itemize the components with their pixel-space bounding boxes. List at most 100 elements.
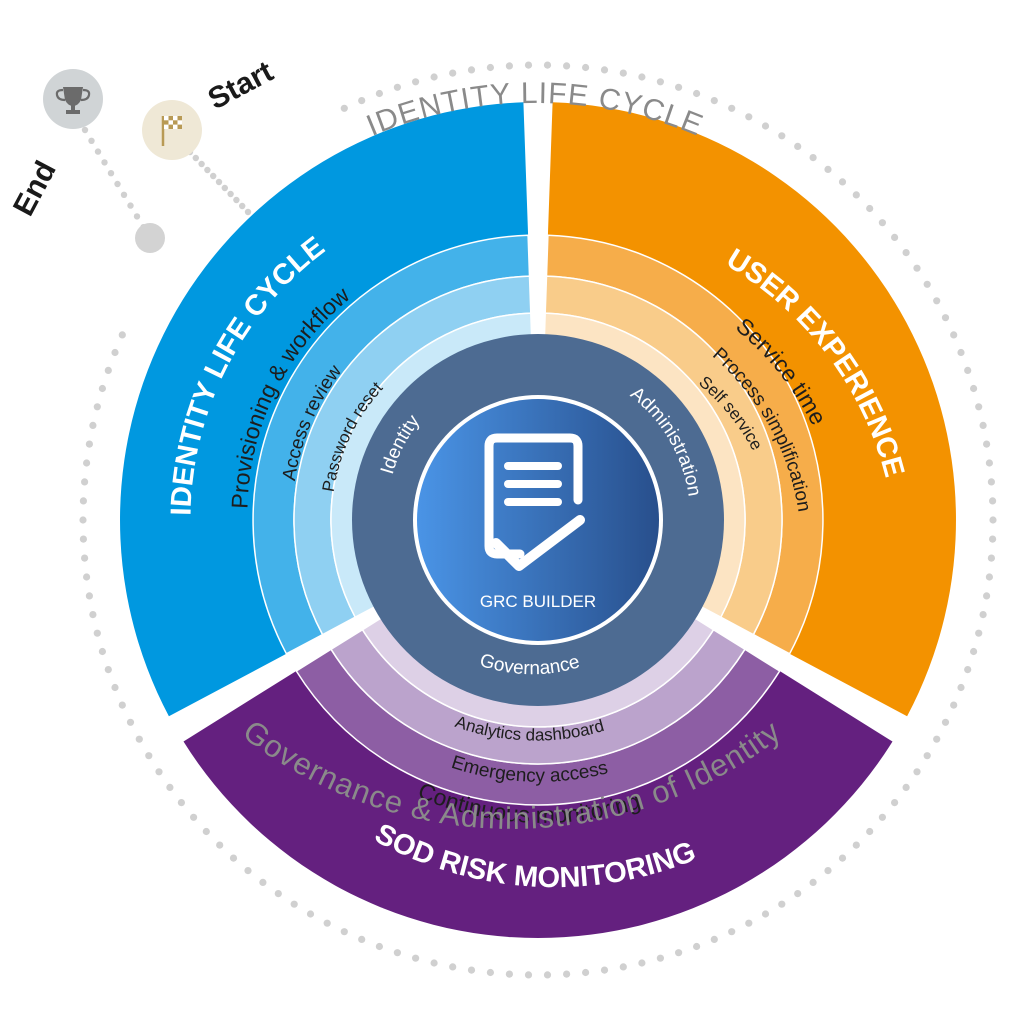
ring-dot [979,611,987,619]
ring-dot [957,348,965,357]
ring-dot [852,191,860,199]
ring-dot [81,478,89,486]
ring-dot [467,966,476,974]
ring-dot [83,573,91,581]
ring-dot [745,919,753,927]
ring-dot [244,867,252,875]
ring-dot [88,137,95,144]
ring-dot [98,647,106,656]
end-label: End [7,156,63,222]
ring-dot [582,63,590,72]
ring-dot [85,592,93,600]
ring-dot [728,104,736,112]
ring-dot [114,180,121,188]
center-title: GRC BUILDER [480,592,596,611]
ring-dot [198,160,205,168]
ring-dot [891,799,899,807]
ring-dot [866,204,874,213]
ring-dot [563,970,571,978]
ring-dot [809,878,817,887]
ring-dot [94,148,102,155]
ring-dot [505,62,513,70]
ring-dot [985,573,994,581]
ring-dot [987,554,996,562]
ring-dot [135,735,143,743]
outer-dotted-ring [79,61,997,979]
ring-dot [989,535,997,543]
document-check-icon [484,433,585,571]
ring-dot [306,910,315,918]
ring-dot [745,113,753,121]
start-label: Start [203,55,279,116]
ring-dot [358,97,366,105]
ring-dot [619,69,627,77]
ring-dot [412,954,420,962]
ring-dot [693,942,701,951]
ring-dot [619,963,627,971]
ring-dot [89,421,97,429]
ring-dot [239,202,246,210]
ring-dot [761,910,770,918]
ring-dot [950,331,958,339]
ring-dot [449,963,457,971]
ring-dot [227,190,234,198]
ring-dot [878,813,887,821]
ring-dot [950,701,958,709]
ring-dot [964,366,972,374]
ring-dot [563,62,571,70]
ring-dot [638,73,646,81]
ring-dot [229,854,238,862]
ring-dot [430,73,438,81]
ring-dot [728,928,736,936]
ring-dot [111,683,119,692]
ring-dot [902,783,910,792]
ring-dot [449,69,457,77]
ring-dot [543,61,552,69]
ring-dot [838,854,847,862]
ring-dot [933,735,941,743]
ring-dot [970,647,978,656]
ring-dot [582,968,590,977]
ring-dot [358,935,366,944]
ring-dot [794,142,802,150]
ring-dot [941,314,950,322]
ring-dot [259,878,267,887]
ring-dot [983,592,991,600]
ring-dot [190,813,198,821]
ring-dot [204,166,211,174]
ring-dot [290,900,298,908]
ring-dot [104,366,112,374]
ring-dot [81,554,89,562]
ring-dot [98,384,106,393]
ring-dot [600,966,609,974]
ring-dot [979,421,987,429]
ring-dot [824,867,832,875]
trophy-icon [43,69,103,129]
ring-dot [675,949,683,957]
ring-dot [852,841,860,849]
ring-dot [913,768,921,776]
ring-dot [809,154,817,162]
ring-dot [891,233,899,241]
ring-dot [133,213,141,220]
identity-outer-band [120,102,529,717]
ring-dot [656,78,665,86]
ring-dot [216,841,224,849]
ring-dot [215,178,223,186]
ring-dot [221,184,228,192]
ux-outer-band [547,102,956,717]
ring-dot [177,799,185,807]
ring-dot [524,971,533,979]
ring-dot [120,191,128,198]
ring-dot [244,208,252,216]
ring-dot [83,459,91,467]
ring-dot [878,219,887,227]
ring-dot [824,165,832,173]
ring-dot [505,970,513,978]
ring-dot [118,331,126,339]
ring-dot [340,104,348,112]
ring-dot [89,611,97,619]
ring-dot [989,497,997,505]
ring-dot [524,61,533,69]
